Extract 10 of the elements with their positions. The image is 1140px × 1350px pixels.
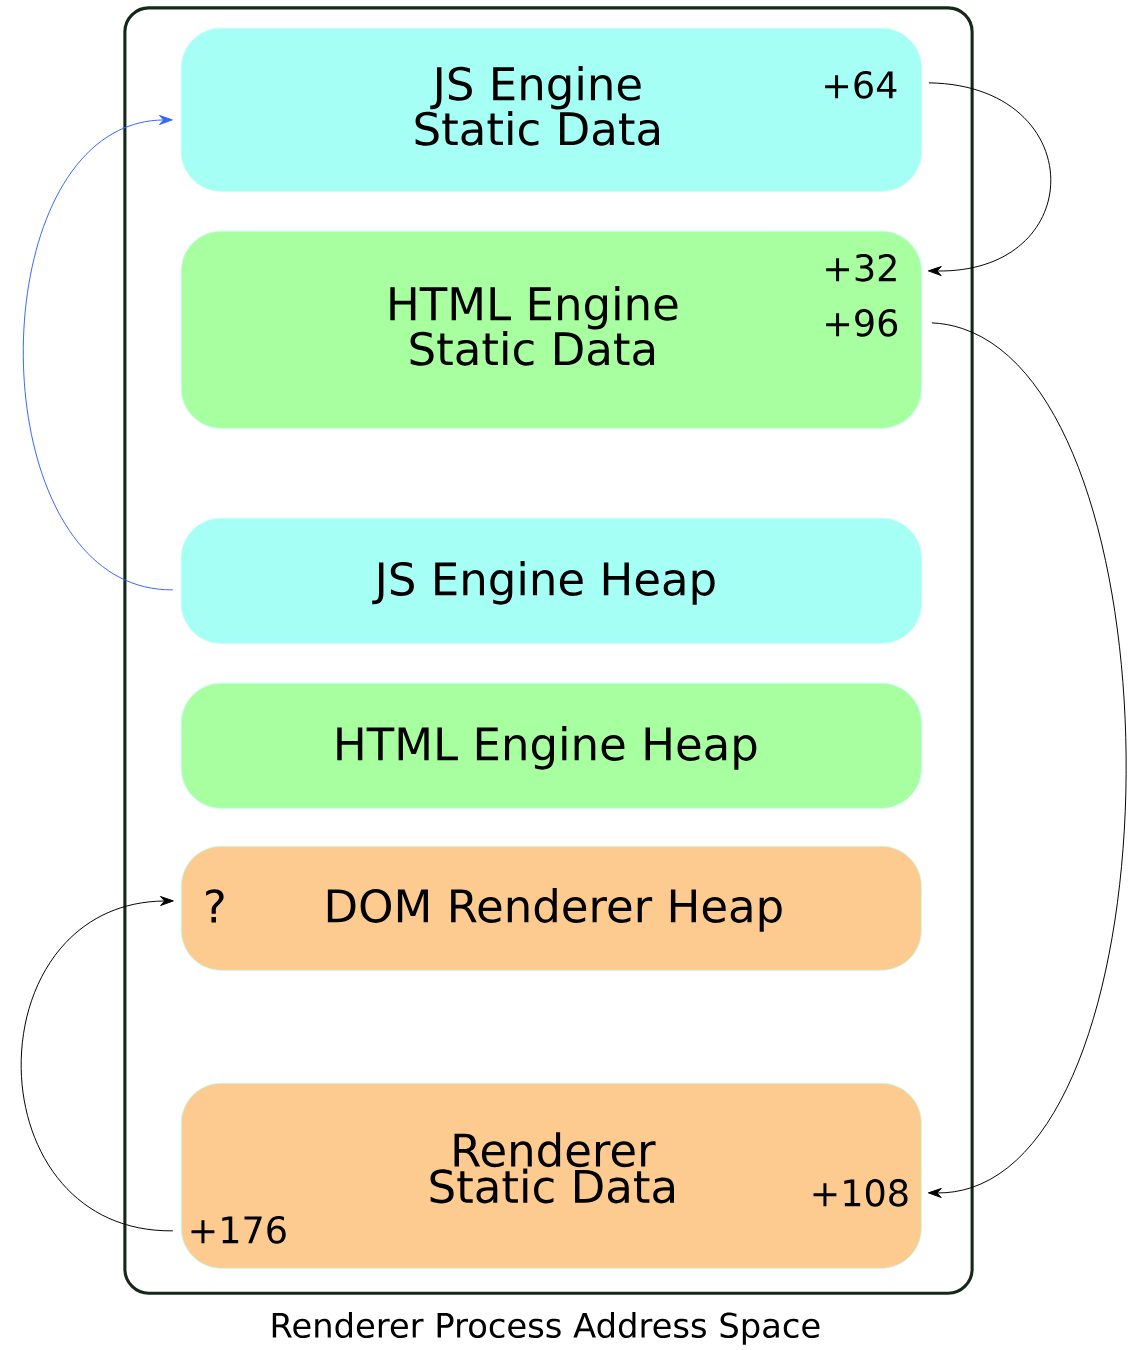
memory-block: JS Engine Static Data +64: [180, 27, 922, 192]
memory-block: HTML Engine Static Data +32 +96: [180, 230, 922, 429]
arrow: [927, 322, 1127, 1198]
arrow: [20, 896, 174, 1232]
memory-block: JS Engine Heap: [180, 517, 922, 644]
memory-block: Renderer Static Data +108 +176: [180, 1082, 922, 1269]
arrow: [927, 82, 1052, 277]
arrow: [22, 115, 174, 591]
memory-block: HTML Engine Heap: [180, 682, 922, 809]
memory-block: ? DOM Renderer Heap: [180, 845, 922, 971]
